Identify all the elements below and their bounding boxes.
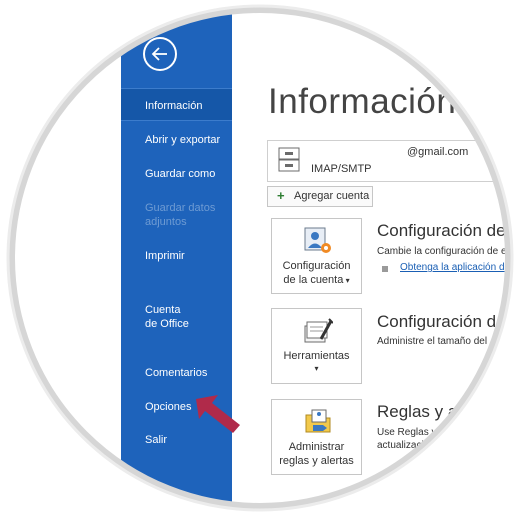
sidebar-item-guardar-adjuntos: Guardar datos adjuntos	[121, 201, 221, 229]
sidebar-item-abrir-exportar[interactable]: Abrir y exportar	[121, 133, 232, 147]
sidebar-item-label: Imprimir	[145, 250, 185, 262]
sidebar-item-label: Guardar como	[145, 168, 216, 180]
section-description: actualizacio	[377, 440, 430, 451]
page-title: Información d	[268, 82, 487, 121]
account-selector[interactable]	[267, 140, 520, 182]
section-title: Configuración del	[377, 312, 510, 331]
tile-label: de la cuenta ▾	[283, 274, 350, 286]
account-settings-icon	[304, 227, 331, 253]
sidebar-item-label: Comentarios	[145, 367, 208, 379]
tile-label: Configuración	[282, 260, 351, 272]
rules-alerts-icon	[305, 409, 331, 433]
chevron-down-icon: ▾	[314, 364, 319, 373]
chevron-down-icon: ▾	[343, 276, 350, 285]
sidebar-item-label: Opciones	[145, 401, 192, 413]
section-description: Cambie la configuración de e	[377, 246, 507, 257]
tile-label: Administrar	[288, 441, 345, 453]
section-link[interactable]: Obtenga la aplicación d	[400, 262, 505, 273]
section-title: Configuración de l	[377, 221, 515, 240]
tile-label: reglas y alertas	[279, 455, 354, 467]
add-account-button[interactable]: + Agregar cuenta	[267, 186, 373, 207]
back-arrow-icon	[151, 47, 167, 61]
plus-icon: +	[277, 188, 285, 203]
section-description: Use Reglas y a	[377, 427, 445, 438]
sidebar-item-comentarios[interactable]: Comentarios	[121, 366, 232, 380]
section-title: Reglas y ale	[377, 402, 471, 421]
tile-label: Herramientas	[283, 350, 350, 362]
manage-rules-alerts-button[interactable]: Administrar reglas y alertas	[271, 399, 362, 475]
pointer-arrow-icon	[196, 395, 240, 433]
sidebar-item-label: Abrir y exportar	[145, 134, 221, 146]
account-type: IMAP/SMTP	[311, 163, 372, 175]
sidebar-item-label: Guardar datos adjuntos	[145, 202, 216, 228]
tools-button[interactable]: Herramientas ▾	[271, 308, 362, 384]
section-description: Administre el tamaño del	[377, 336, 488, 347]
back-button[interactable]	[143, 37, 177, 71]
sidebar-item-label: Cuenta de Office	[145, 304, 189, 330]
bullet-icon	[382, 266, 388, 272]
sidebar-item-label: Información	[145, 100, 203, 112]
account-folder-icon	[278, 147, 300, 172]
tools-icon	[304, 318, 333, 343]
account-email: @gmail.com	[407, 146, 469, 158]
sidebar-item-imprimir[interactable]: Imprimir	[121, 249, 232, 263]
sidebar-item-informacion[interactable]: Información	[121, 88, 232, 121]
account-settings-button[interactable]: Configuración de la cuenta ▾	[271, 218, 362, 294]
sidebar-item-cuenta-office[interactable]: Cuenta de Office	[121, 303, 189, 331]
add-account-label: Agregar cuenta	[294, 190, 370, 202]
sidebar-item-guardar-como[interactable]: Guardar como	[121, 167, 232, 181]
sidebar-item-label: Salir	[145, 434, 168, 446]
